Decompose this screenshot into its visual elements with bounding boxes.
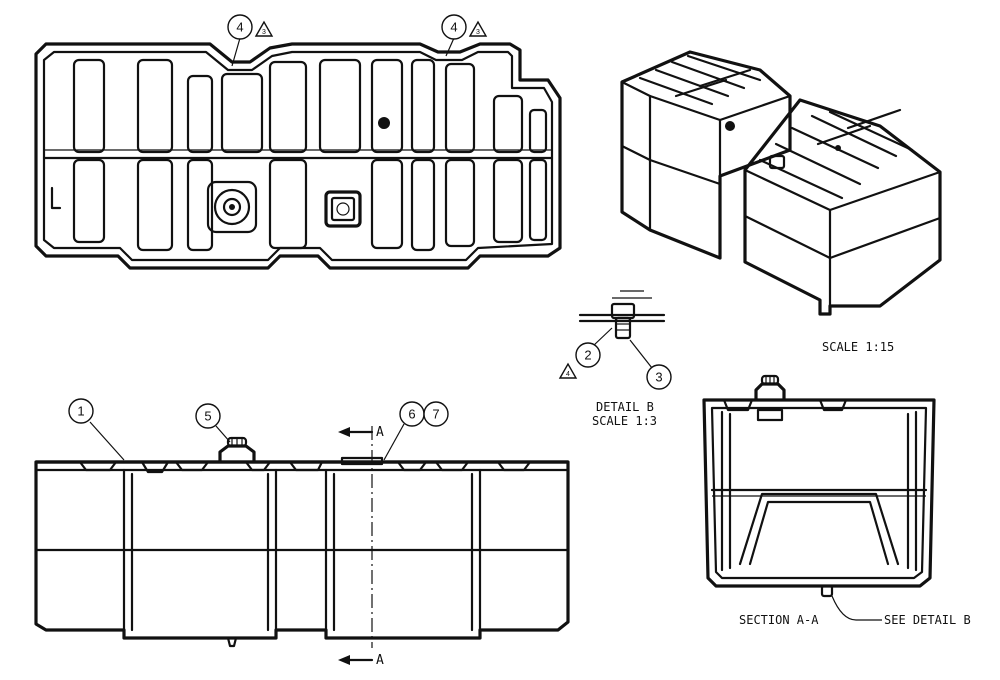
balloon-4-right: 4 3 bbox=[441, 14, 488, 57]
svg-text:5: 5 bbox=[204, 409, 211, 424]
svg-text:3: 3 bbox=[262, 29, 266, 36]
balloon-4-left: 4 3 bbox=[227, 14, 274, 67]
front-view bbox=[34, 426, 570, 665]
balloon-3: 3 bbox=[629, 339, 672, 390]
top-view bbox=[34, 42, 562, 270]
balloon-1: 1 bbox=[68, 398, 125, 461]
balloon-5: 5 bbox=[195, 403, 231, 443]
orientation-mark bbox=[50, 186, 62, 210]
isometric-scale-label: SCALE 1:15 bbox=[822, 340, 894, 354]
svg-text:4: 4 bbox=[566, 371, 570, 378]
svg-text:7: 7 bbox=[432, 407, 439, 422]
balloon-6-7: 6 7 bbox=[383, 401, 449, 461]
section-title: SECTION A-A bbox=[739, 613, 819, 627]
vent-dot bbox=[378, 117, 390, 129]
detail-b-title: DETAIL B bbox=[596, 400, 654, 414]
svg-text:6: 6 bbox=[408, 407, 415, 422]
svg-text:1: 1 bbox=[77, 404, 84, 419]
section-a-a-view bbox=[702, 374, 936, 621]
isometric-view bbox=[620, 50, 942, 316]
section-marker-top: A bbox=[376, 425, 384, 440]
svg-text:3: 3 bbox=[476, 29, 480, 36]
svg-text:3: 3 bbox=[655, 370, 662, 385]
detail-b-scale: SCALE 1:3 bbox=[592, 414, 657, 428]
fill-neck-top bbox=[206, 180, 258, 234]
detail-b-view bbox=[578, 290, 666, 340]
top-view-ribs bbox=[72, 58, 548, 252]
sender-unit-top bbox=[324, 190, 362, 228]
svg-text:2: 2 bbox=[584, 348, 591, 363]
see-detail-b-label: SEE DETAIL B bbox=[884, 613, 971, 627]
svg-text:4: 4 bbox=[450, 20, 457, 35]
svg-text:4: 4 bbox=[236, 20, 243, 35]
section-marker-bottom: A bbox=[376, 653, 384, 668]
balloon-2: 2 4 bbox=[558, 327, 613, 379]
